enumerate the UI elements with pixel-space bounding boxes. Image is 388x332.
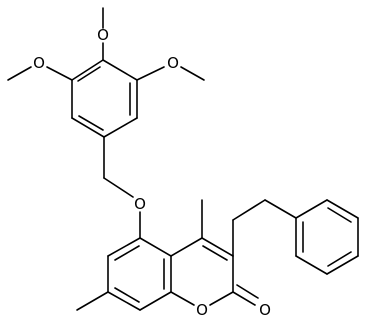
bond-c2-ocarbonyl	[232, 291, 256, 306]
bond-oleft-me	[7, 66, 32, 81]
bond-p1-p2	[264, 199, 297, 219]
bond-a1-a2	[71, 59, 104, 81]
bond-oring-c8a	[170, 291, 195, 306]
atom-o-methoxy-right: O	[167, 54, 179, 72]
bond-c8-c7	[107, 291, 141, 311]
bond-c6-c5	[107, 237, 141, 257]
bond-c2-oring	[209, 291, 234, 306]
bond-a6-oright	[136, 66, 165, 81]
bond-c4a-c4	[170, 237, 203, 257]
bond-ch2-ph	[232, 199, 266, 221]
bond-p3-p4	[295, 255, 328, 275]
bond-c8-c7-inner	[114, 287, 140, 303]
bond-p4-p5	[326, 255, 359, 275]
bond-c6-c5-inner	[114, 245, 140, 261]
bond-c8a-c8	[139, 291, 172, 311]
bond-c4-c3-inner	[202, 245, 228, 261]
bond-p1-p1b	[295, 199, 328, 219]
bond-a3-a4-inner	[78, 115, 104, 131]
bond-a2-oleft	[46, 66, 73, 81]
bond-c7-methyl	[76, 291, 109, 311]
bond-c4-c3	[201, 237, 234, 257]
bond-a3-a4	[71, 117, 105, 138]
atom-o-carbonyl: O	[259, 301, 271, 319]
bond-a4-a5	[103, 117, 138, 138]
bond-oright-me	[180, 66, 205, 81]
bond-c5-c4a	[139, 237, 172, 257]
bond-a6-a1	[102, 59, 138, 81]
bond-p6-p1	[326, 199, 359, 219]
bond-c2-ocarbonyl-2	[236, 284, 259, 299]
atom-o-methoxy-top: O	[97, 26, 109, 44]
atom-o-ring: O	[196, 301, 208, 319]
bond-a1-a2-inner	[77, 66, 101, 82]
bond-ch2-oether	[103, 177, 134, 198]
bond-p4-p5-inner	[327, 251, 352, 267]
atom-o-methoxy-left: O	[33, 54, 45, 72]
atom-o-ether: O	[134, 195, 146, 213]
bond-p6-p1-inner	[327, 207, 352, 223]
